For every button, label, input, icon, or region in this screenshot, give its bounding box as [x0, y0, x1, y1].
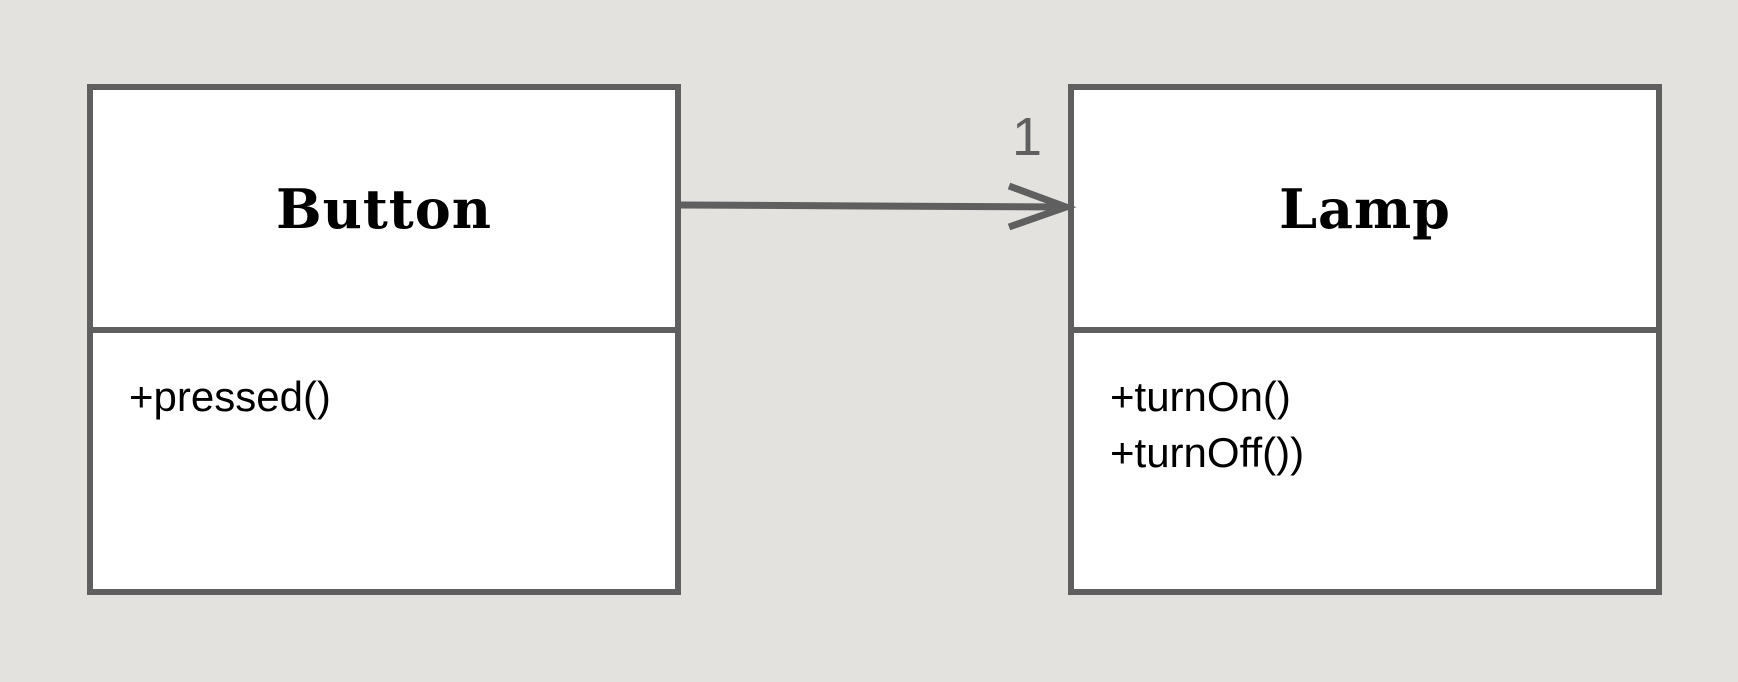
button-class-name-compartment: Button	[93, 90, 675, 333]
method-pressed: +pressed()	[129, 373, 331, 420]
lamp-class-box: Lamp +turnOn() +turnOff())	[1068, 84, 1662, 595]
button-methods-compartment: +pressed()	[93, 333, 675, 589]
lamp-class-name: Lamp	[1279, 176, 1451, 241]
button-class-name: Button	[275, 176, 493, 241]
association-line	[680, 201, 1067, 211]
lamp-class-name-compartment: Lamp	[1074, 90, 1656, 333]
method-turn-on: +turnOn()	[1110, 373, 1291, 420]
arrowhead-icon	[1007, 182, 1077, 231]
lamp-methods-compartment: +turnOn() +turnOff())	[1074, 333, 1656, 589]
method-turn-off: +turnOff())	[1110, 429, 1305, 476]
association-multiplicity: 1	[1012, 107, 1043, 167]
button-class-box: Button +pressed()	[87, 84, 681, 595]
